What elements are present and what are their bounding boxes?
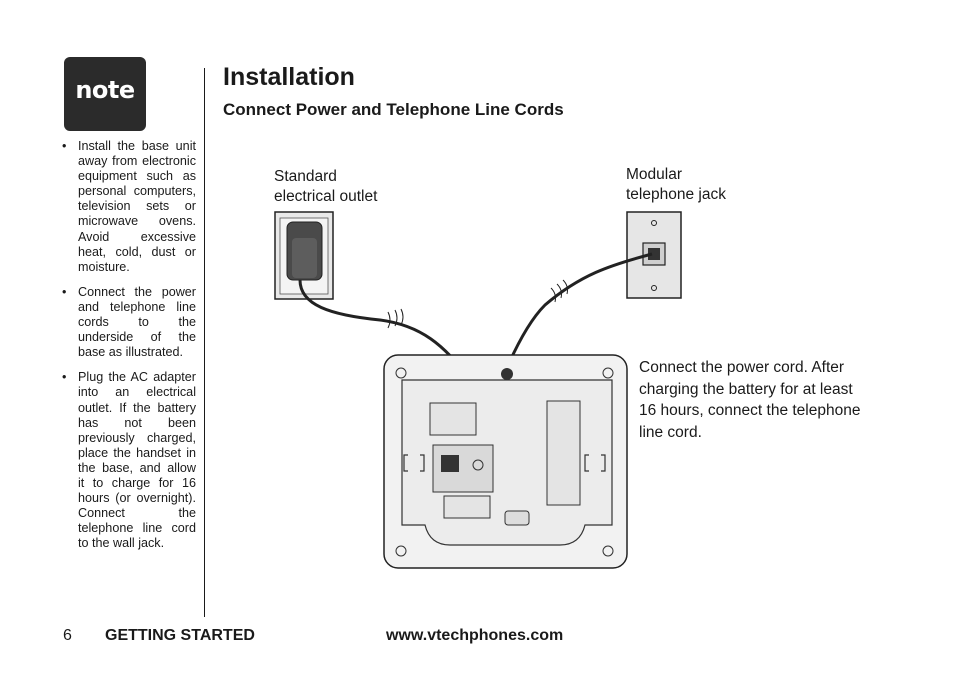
outlet-label-line1: Standard — [274, 168, 337, 185]
page-number: 6 — [63, 627, 72, 644]
jack-label: Modular telephone jack — [626, 165, 726, 204]
outlet-label: Standard electrical outlet — [274, 167, 377, 206]
note-item: Plug the AC adapter into an electrical o… — [62, 370, 196, 551]
electrical-outlet-illustration — [274, 211, 334, 300]
footer-section: GETTING STARTED — [105, 627, 255, 644]
notes-list: Install the base unit away from electron… — [62, 139, 196, 561]
section-subtitle: Connect Power and Telephone Line Cords — [223, 100, 564, 119]
jack-label-line2: telephone jack — [626, 185, 726, 203]
column-divider — [204, 68, 205, 617]
note-item: Connect the power and telephone line cor… — [62, 285, 196, 360]
note-badge: note — [64, 57, 146, 131]
note-badge-label: note — [75, 76, 135, 104]
diagram-caption: Connect the power cord. After charging t… — [639, 359, 861, 441]
outlet-label-line2: electrical outlet — [274, 187, 378, 205]
note-item: Install the base unit away from electron… — [62, 139, 196, 275]
footer-website: www.vtechphones.com — [386, 627, 564, 644]
page-title: Installation — [223, 63, 355, 91]
jack-label-line1: Modular — [626, 166, 682, 183]
telephone-jack-illustration — [626, 211, 682, 299]
base-unit-illustration — [383, 354, 628, 569]
